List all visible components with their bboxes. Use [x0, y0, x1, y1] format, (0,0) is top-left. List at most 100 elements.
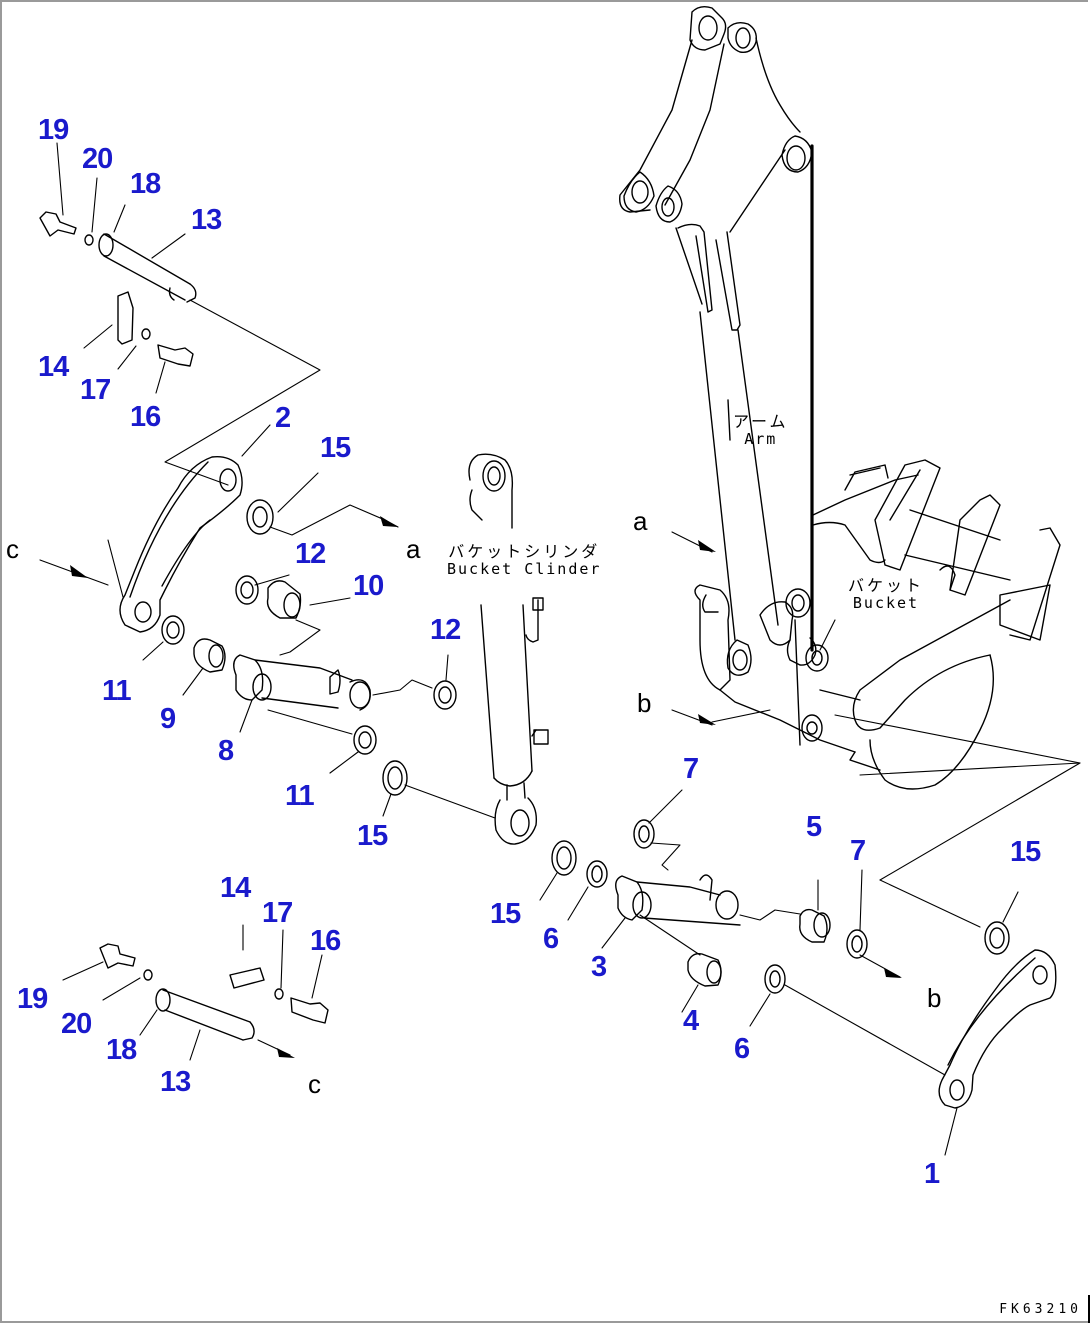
- figure-code: FK63210: [999, 1302, 1082, 1317]
- seal-6-a: [586, 860, 608, 888]
- callout-8[interactable]: 8: [218, 735, 234, 767]
- callout-17[interactable]: 17: [80, 374, 111, 406]
- callout-20[interactable]: 20: [61, 1008, 92, 1040]
- cylinder-grease-fitting-1: [525, 599, 539, 643]
- part-13-pin-upper: [98, 233, 197, 303]
- callout-2[interactable]: 2: [275, 402, 291, 434]
- bucket-side-cutter: [999, 584, 1051, 641]
- callout-11[interactable]: 11: [102, 675, 132, 707]
- bolt-16-lower: [290, 997, 329, 1024]
- callout-20[interactable]: 20: [82, 143, 113, 175]
- ref-letter-b-target: b: [637, 688, 652, 718]
- arrow-a-target: [698, 540, 716, 552]
- callout-13[interactable]: 13: [191, 204, 222, 236]
- callout-15[interactable]: 15: [320, 432, 351, 464]
- shim-15-c: [551, 840, 577, 876]
- bucket-tooth-1: [874, 459, 941, 571]
- arrow-from-c: [70, 565, 88, 578]
- washer-17-upper: [141, 328, 151, 340]
- arrow-to-a: [380, 516, 398, 527]
- washer-20-lower: [143, 969, 153, 981]
- seal-12-a: [235, 575, 259, 605]
- bucket-cylinder-illustration: [468, 453, 549, 845]
- label-bucket-en: Bucket: [852, 594, 920, 613]
- callout-19[interactable]: 19: [17, 983, 48, 1015]
- bucket-illustration: [694, 459, 1061, 790]
- callout-15[interactable]: 15: [1010, 836, 1041, 868]
- arm-top-boss-2: [727, 21, 758, 53]
- arrow-b-target: [698, 714, 716, 725]
- seal-7-a: [633, 819, 655, 849]
- shim-15-b: [382, 760, 408, 796]
- bushing-10: [266, 580, 302, 619]
- callout-7[interactable]: 7: [850, 835, 866, 867]
- callout-3[interactable]: 3: [591, 951, 607, 983]
- callout-17[interactable]: 17: [262, 897, 293, 929]
- callout-6[interactable]: 6: [543, 923, 559, 955]
- callout-10[interactable]: 10: [353, 570, 384, 602]
- callout-18[interactable]: 18: [106, 1034, 137, 1066]
- callout-5[interactable]: 5: [806, 811, 822, 843]
- arm-top-boss: [689, 5, 727, 51]
- small-hardware: [39, 211, 329, 1024]
- bushing-5: [799, 908, 828, 943]
- part-8-link: [233, 654, 371, 711]
- arrow-to-b: [884, 968, 902, 978]
- label-bucket-cylinder-jp: バケットシリンダ: [448, 542, 601, 561]
- callout-4[interactable]: 4: [683, 1005, 699, 1037]
- plate-14-lower: [229, 967, 265, 989]
- callout-12[interactable]: 12: [430, 614, 461, 646]
- callout-16[interactable]: 16: [130, 401, 161, 433]
- bucket-left-boss: [694, 584, 731, 691]
- bucket-tooth-2: [949, 494, 1001, 596]
- ref-letter-c-end: c: [308, 1069, 321, 1099]
- bushing-4: [687, 952, 722, 987]
- callout-14[interactable]: 14: [38, 351, 69, 383]
- washer-20-upper: [84, 234, 94, 246]
- callout-15[interactable]: 15: [490, 898, 521, 930]
- label-bucket-jp: バケット: [848, 576, 925, 595]
- arm-cylinder-boss: [781, 135, 813, 173]
- bushing-9: [193, 638, 226, 673]
- part-3-link: [615, 874, 741, 926]
- seal-6-b: [764, 964, 786, 994]
- frame-border-right: [1088, 1295, 1090, 1323]
- callout-14[interactable]: 14: [220, 872, 251, 904]
- bolt-19-lower: [99, 943, 136, 969]
- seal-7-b: [846, 929, 868, 959]
- part-1-link-plate: [938, 949, 1057, 1109]
- arm-top-pin-hole: [698, 15, 718, 41]
- arm-illustration: [619, 5, 814, 652]
- callout-16[interactable]: 16: [310, 925, 341, 957]
- callout-7[interactable]: 7: [683, 753, 699, 785]
- callout-9[interactable]: 9: [160, 703, 176, 735]
- seal-11-a: [161, 615, 185, 645]
- callout-19[interactable]: 19: [38, 114, 69, 146]
- callout-12[interactable]: 12: [295, 538, 326, 570]
- arm-side-boss: [623, 171, 655, 213]
- cylinder-rod-eye: [510, 809, 530, 837]
- callout-15[interactable]: 15: [357, 820, 388, 852]
- ref-letter-b-end: b: [927, 983, 942, 1013]
- ref-letter-a-end: a: [406, 534, 421, 564]
- reference-arrows: [70, 516, 902, 1058]
- bucket-link-pin: [805, 644, 829, 672]
- label-bucket-cylinder: バケットシリンダ Bucket Clinder: [447, 542, 601, 579]
- callout-6[interactable]: 6: [734, 1033, 750, 1065]
- ref-letter-a-target: a: [633, 506, 648, 536]
- callout-1[interactable]: 1: [924, 1158, 940, 1190]
- washer-17-lower: [274, 988, 284, 1000]
- shim-15-d: [984, 921, 1010, 955]
- callout-13[interactable]: 13: [160, 1066, 191, 1098]
- frame-border-bottom: [0, 1321, 1090, 1323]
- label-arm-jp: アーム: [733, 412, 789, 431]
- callout-18[interactable]: 18: [130, 168, 161, 200]
- callout-11[interactable]: 11: [285, 780, 315, 812]
- label-arm-en: Arm: [744, 430, 778, 449]
- bolt-16-upper: [157, 344, 194, 367]
- label-bucket: バケット Bucket: [848, 576, 925, 613]
- plate-14-upper: [117, 291, 134, 345]
- bolt-19-upper: [39, 211, 77, 237]
- shim-15-a: [246, 499, 274, 535]
- seal-12-b: [433, 680, 457, 710]
